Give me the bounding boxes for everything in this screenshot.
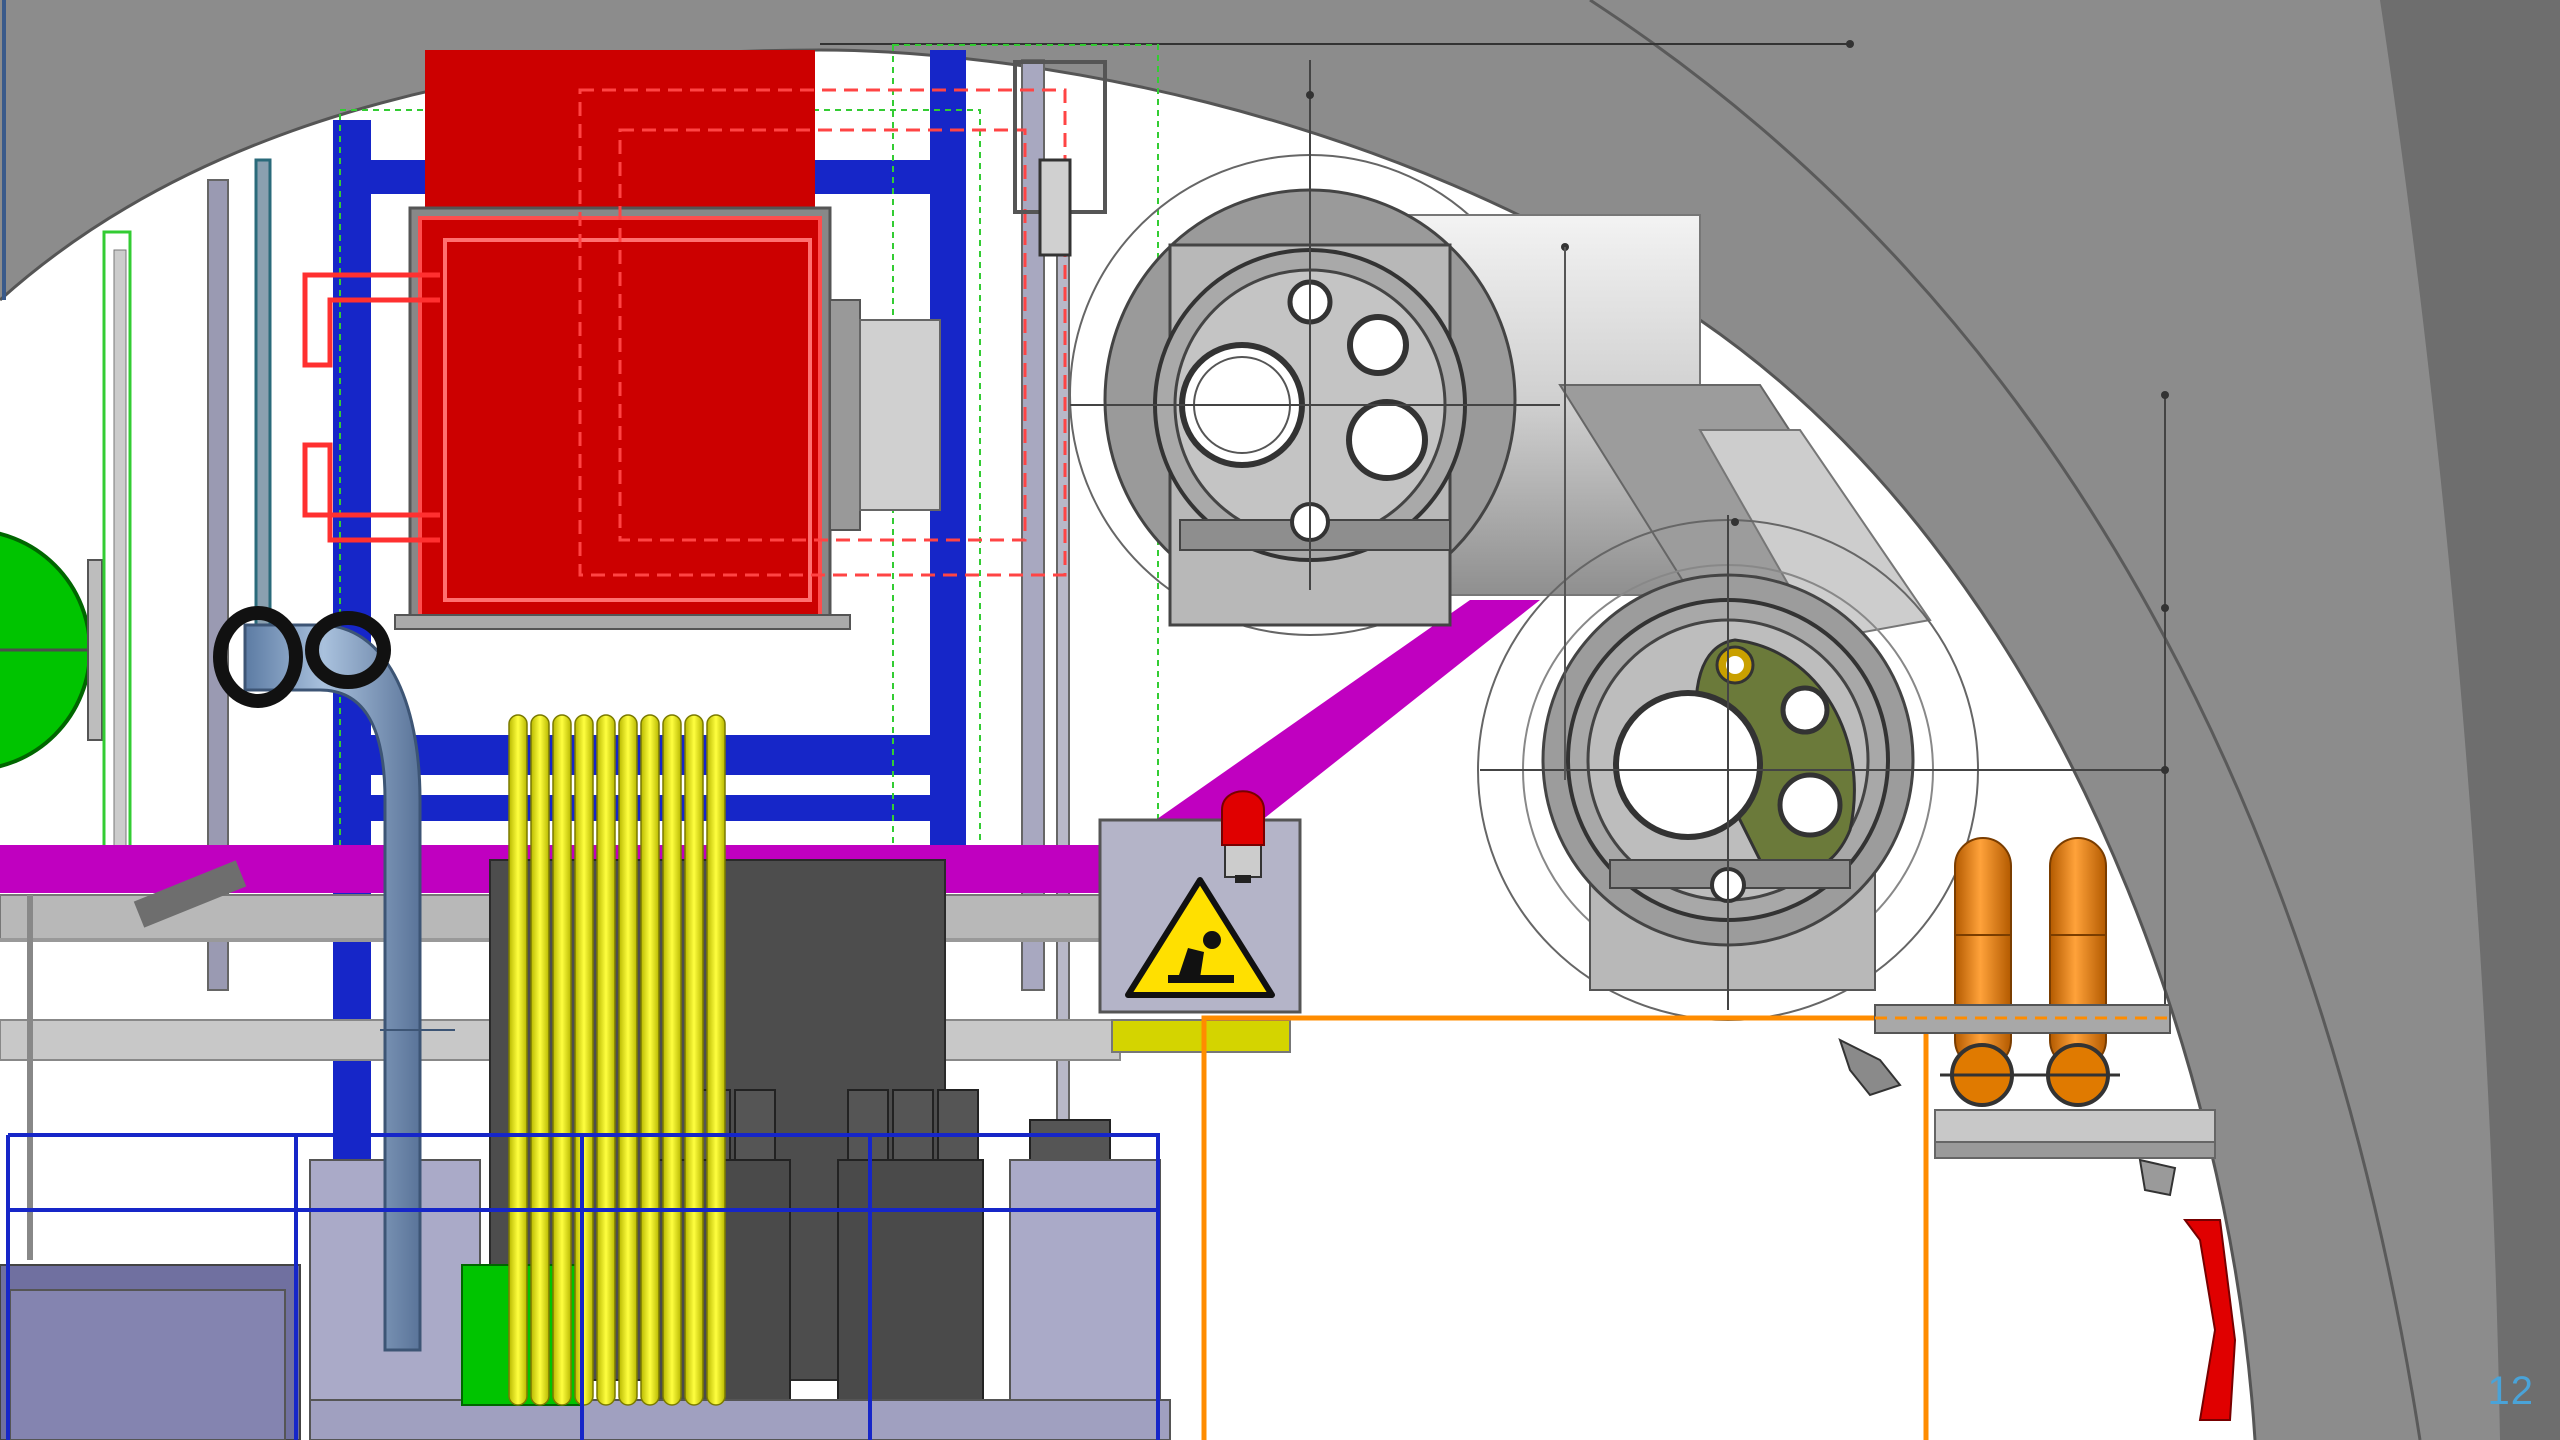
confined-space-warning-icon (1125, 877, 1275, 998)
wall-light-fixture-1 (1838, 1038, 1902, 1097)
green-unit-flange (87, 559, 103, 741)
tunnel-wall-outer-shade (2380, 0, 2560, 1440)
pipe-end-ring-2 (305, 611, 391, 689)
upper-cryostat (1069, 95, 1750, 636)
red-dashed-envelope-2 (618, 128, 1027, 542)
tunnel-wall-inner-edge (0, 48, 2257, 1440)
red-dashed-envelope-1 (578, 88, 1067, 577)
dark-cabinet-2 (837, 1159, 984, 1401)
red-wall-bracket (2183, 1219, 2237, 1421)
purple-platform-right (1009, 1159, 1161, 1440)
page-number: 12 (2487, 1369, 2534, 1413)
lower-cryostat-main-port (1613, 690, 1763, 840)
blue-safety-railing (6, 1133, 1160, 1440)
wall-light-fixture-2 (2138, 1158, 2177, 1197)
red-bracket-outline (302, 272, 440, 368)
vertical-pipe-2 (254, 158, 272, 632)
yellow-cable-bundle (508, 714, 726, 1406)
tray-bracket (133, 860, 247, 928)
pipe-end-ring-1 (213, 606, 303, 708)
lower-cryostat (1477, 515, 2165, 1021)
vertical-pipe-1 (207, 179, 229, 991)
tunnel-outer-edge (1589, 0, 2422, 1440)
red-beacon-icon (1221, 790, 1265, 883)
ventilation-pipe (243, 623, 422, 1352)
orange-clearance-boundary (1201, 1015, 1929, 1440)
warning-panel-base (1111, 1019, 1291, 1053)
orange-gas-tanks (1874, 837, 2216, 1159)
